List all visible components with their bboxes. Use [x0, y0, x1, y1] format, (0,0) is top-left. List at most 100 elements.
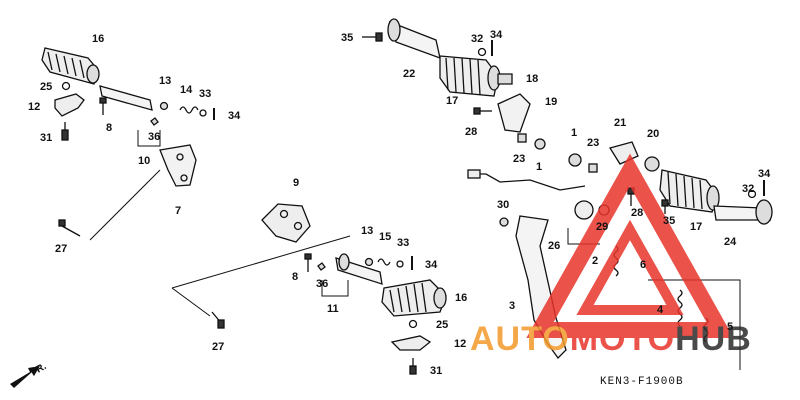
- footpeg-rubber-17: [439, 55, 501, 97]
- callout-36: 36: [148, 131, 160, 143]
- washer-33-center: [396, 260, 404, 268]
- callout-27-center: 27: [212, 341, 224, 353]
- callout-36-center: 36: [316, 278, 328, 290]
- callout-13: 13: [159, 75, 171, 87]
- collar-23-right: [588, 163, 598, 173]
- callout-8: 8: [106, 122, 112, 134]
- spring-4: [677, 289, 683, 327]
- bracket-9: [261, 203, 311, 243]
- callout-23: 23: [513, 153, 525, 165]
- callout-34-top: 34: [490, 29, 503, 41]
- gear-1-right: [568, 153, 582, 167]
- diagram-code: KEN3-F1900B: [600, 376, 684, 388]
- bearing-20: [644, 156, 660, 172]
- bolt-27-center: [211, 311, 225, 329]
- center-footpeg-group: [171, 203, 447, 375]
- callout-16-center: 16: [455, 292, 467, 304]
- callout-34-center: 34: [425, 259, 438, 271]
- peg-shaft: [99, 85, 153, 111]
- footpeg-rubber-16: [41, 47, 100, 85]
- washer-13-center: [364, 257, 374, 267]
- callout-1-right: 1: [571, 127, 577, 139]
- callout-9: 9: [293, 177, 299, 189]
- bolt-27: [58, 219, 81, 237]
- callout-10: 10: [138, 155, 150, 167]
- callout-17: 17: [446, 95, 458, 107]
- watermark-triangle-inner: [576, 219, 684, 315]
- callout-6: 6: [640, 259, 646, 271]
- callout-15: 15: [379, 231, 391, 243]
- callout-12: 12: [28, 101, 40, 113]
- watermark-text: AUTOMOTOHUB: [470, 320, 752, 358]
- bracket-12-center: [390, 335, 432, 351]
- callout-14: 14: [180, 84, 193, 96]
- footpeg-rubber-17-right: [659, 169, 720, 213]
- callout-31: 31: [40, 132, 52, 144]
- callout-5: 5: [727, 321, 733, 333]
- callout-22: 22: [403, 68, 415, 80]
- bolt-28: [473, 107, 492, 115]
- callout-31-center: 31: [430, 365, 442, 377]
- watermark-part-hub: HUB: [675, 320, 752, 358]
- callout-8-center: 8: [292, 271, 298, 283]
- washer-25-center: [408, 319, 418, 329]
- callout-labels: 16 25 12 31 8 13 14 33 34 36 10 7 27 9 1…: [28, 29, 771, 377]
- bracket-12: [54, 93, 85, 117]
- top-center-group: [362, 18, 546, 150]
- front-arrow-icon: [10, 366, 40, 388]
- callout-18: 18: [526, 73, 538, 85]
- pin-8-center: [304, 253, 312, 272]
- bolt-35: [362, 32, 383, 42]
- pin-8: [99, 97, 107, 115]
- gear-1: [534, 138, 546, 150]
- callout-32-right: 32: [742, 183, 754, 195]
- callout-23-right: 23: [587, 137, 599, 149]
- callout-33: 33: [199, 88, 211, 100]
- callout-19: 19: [545, 96, 557, 108]
- footpeg-rubber-16-center: [381, 279, 447, 317]
- callout-1: 1: [536, 161, 542, 173]
- washer-32: [477, 47, 487, 57]
- callout-24: 24: [724, 236, 737, 248]
- callout-26: 26: [548, 240, 560, 252]
- watermark-part-auto: AUTO: [470, 320, 570, 358]
- bolt-31-center: [409, 358, 417, 375]
- callout-3: 3: [509, 300, 515, 312]
- callout-13-center: 13: [361, 225, 373, 237]
- washer-33: [199, 109, 207, 117]
- callout-21: 21: [614, 117, 626, 129]
- washer-32-right: [747, 189, 757, 199]
- callout-20: 20: [647, 128, 659, 140]
- callout-2: 2: [592, 255, 598, 267]
- collar-23: [517, 133, 527, 143]
- front-label: FR.: [29, 361, 49, 379]
- spring-15: [377, 258, 391, 266]
- callout-34-right: 34: [758, 168, 771, 180]
- watermark: AUTOMOTOHUB: [470, 153, 752, 358]
- callout-28: 28: [465, 126, 477, 138]
- washer-25: [61, 81, 71, 91]
- callout-35-right: 35: [663, 215, 675, 227]
- callout-12-center: 12: [454, 338, 466, 350]
- bolt-31: [61, 122, 69, 141]
- washer-13: [159, 101, 169, 111]
- callout-35: 35: [341, 32, 353, 44]
- callout-29: 29: [596, 221, 608, 233]
- ball-36: [150, 117, 159, 126]
- callout-33-center: 33: [397, 237, 409, 249]
- callout-16: 16: [92, 33, 104, 45]
- front-direction-indicator: FR.: [10, 361, 49, 388]
- spring-14: [179, 106, 199, 114]
- callout-17-right: 17: [690, 221, 702, 233]
- callout-11: 11: [327, 303, 339, 315]
- callout-4: 4: [657, 304, 664, 316]
- watermark-triangle-outer: [526, 153, 734, 338]
- callout-7: 7: [175, 205, 181, 217]
- cap-18: [497, 73, 513, 85]
- bracket-7: [159, 144, 197, 187]
- bracket-19: [497, 93, 531, 133]
- callout-32: 32: [471, 33, 483, 45]
- bolt-35-right: [661, 199, 669, 214]
- callout-34: 34: [228, 110, 241, 122]
